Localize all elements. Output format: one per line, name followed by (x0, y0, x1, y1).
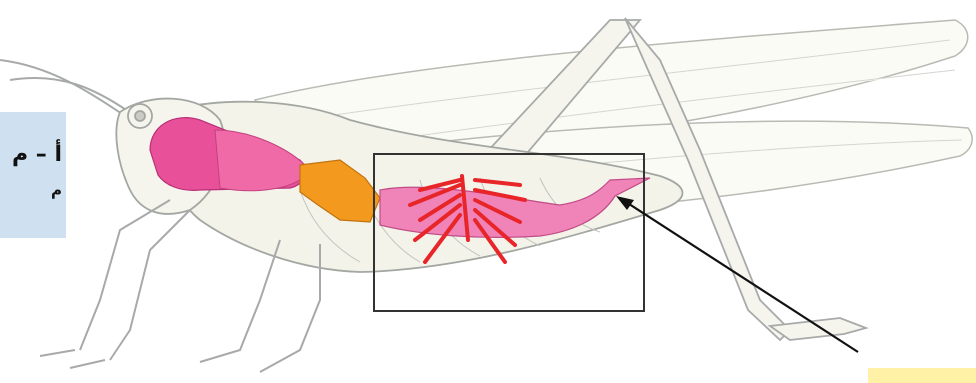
label-line-1: أ – م (4, 140, 62, 170)
antennae (0, 60, 132, 118)
yellow-label-tab (868, 368, 976, 383)
label-line-2: م (4, 170, 62, 210)
arabic-label-box: أ – م م (0, 112, 66, 238)
pointer-arrow (616, 196, 858, 352)
